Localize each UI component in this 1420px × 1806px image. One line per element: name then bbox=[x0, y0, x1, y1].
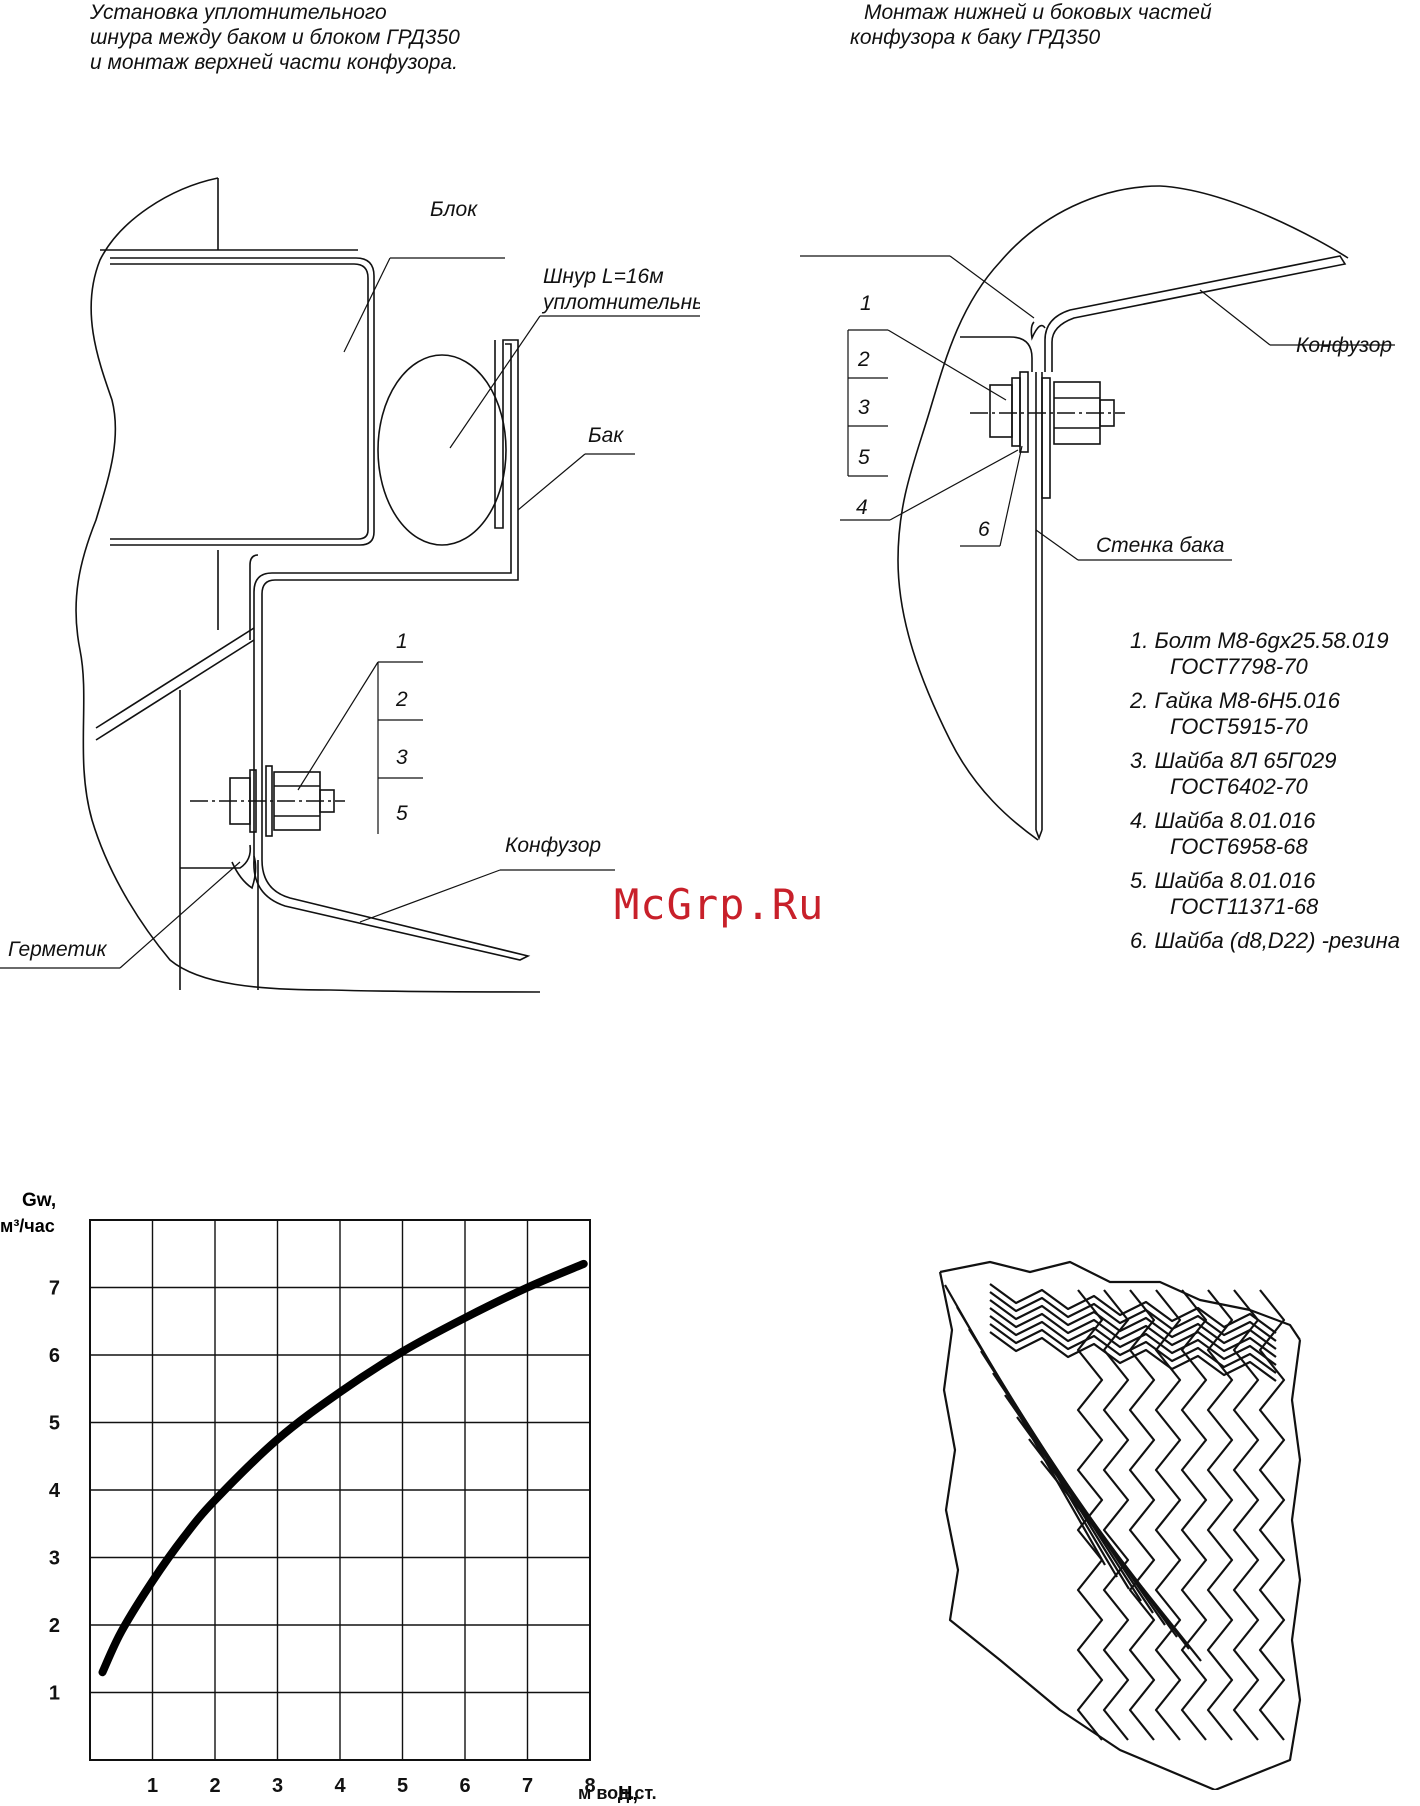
callout-left-1: 1 bbox=[396, 630, 408, 653]
left-break-outline bbox=[75, 177, 541, 993]
chart-y-tick-label: 6 bbox=[49, 1345, 60, 1367]
chart-y-tick-label: 1 bbox=[49, 1683, 60, 1705]
chart-x-tick-label: 8 bbox=[584, 1775, 595, 1797]
filler-top-ridge bbox=[989, 1331, 1277, 1382]
callout-right-4: 4 bbox=[856, 496, 868, 519]
filler-zigzag bbox=[1076, 1289, 1104, 1741]
chart-series-line bbox=[98, 1259, 588, 1677]
chart-ylabel-line1: Gw, bbox=[22, 1190, 56, 1211]
chart-x-tick-label: 1 bbox=[147, 1775, 158, 1797]
chart-y-tick-label: 4 bbox=[49, 1480, 61, 1502]
filler-top-ridge bbox=[989, 1323, 1277, 1374]
callout-right-1: 1 bbox=[860, 292, 872, 315]
label-block: Блок bbox=[430, 198, 478, 221]
chart-ticks: 1 2 3 4 5 6 7 8 1 2 3 4 5 6 7 bbox=[49, 1278, 596, 1798]
filler-block-illustration bbox=[938, 1260, 1302, 1790]
callout-right-3: 3 bbox=[858, 396, 870, 419]
callout-left-3: 3 bbox=[396, 746, 408, 769]
chart-x-tick-label: 2 bbox=[209, 1775, 220, 1797]
label-cord-line1: Шнур L=16м bbox=[543, 265, 664, 288]
callout-right-6: 6 bbox=[978, 518, 990, 541]
left-title-line-1: Установка уплотнительного bbox=[90, 1, 387, 24]
chart-grid bbox=[89, 1219, 591, 1761]
filler-zigzag bbox=[1102, 1289, 1130, 1741]
sealing-cord bbox=[377, 354, 507, 546]
right-break-outline bbox=[897, 185, 1161, 841]
filler-top-ridge bbox=[989, 1283, 1277, 1334]
label-tank: Бак bbox=[588, 424, 624, 447]
right-drawing-title: Монтаж нижней и боковых частей конфузора… bbox=[850, 0, 1212, 50]
left-assembly-drawing: Блок Шнур L=16м уплотнительный Бак Конфу… bbox=[0, 177, 700, 993]
chart-x-tick-label: 7 bbox=[522, 1775, 533, 1797]
filler-top-ridge bbox=[989, 1315, 1277, 1366]
left-title-line-3: и монтаж верхней части конфузора. bbox=[90, 51, 458, 74]
chart-x-tick-label: 4 bbox=[334, 1775, 346, 1797]
parts-item: 6. Шайба (d8,D22) -резина bbox=[1130, 928, 1400, 953]
filler-zigzag bbox=[1258, 1289, 1286, 1741]
right-title-line-2: конфузора к баку ГРД350 bbox=[850, 26, 1101, 49]
filler-zigzags bbox=[989, 1283, 1286, 1741]
callout-right-5: 5 bbox=[858, 446, 870, 469]
chart-x-tick-label: 3 bbox=[272, 1775, 283, 1797]
sealant bbox=[231, 855, 257, 890]
right-assembly-drawing: 1 2 3 5 4 6 Конфузор Стенка бака bbox=[800, 185, 1395, 841]
filler-top-ridge bbox=[989, 1291, 1277, 1342]
tank-wall bbox=[261, 339, 519, 860]
chart-xlabel-line1: H, bbox=[618, 1783, 638, 1805]
chart-xlabel-line2: м вод.ст. bbox=[578, 1783, 657, 1803]
chart-x-tick-label: 5 bbox=[397, 1775, 408, 1797]
filler-diagonals bbox=[944, 1284, 1202, 1662]
label-confusor-left: Конфузор bbox=[505, 834, 601, 857]
confusor-right bbox=[1044, 255, 1347, 372]
left-title-line-2: шнура между баком и блоком ГРД350 bbox=[90, 26, 460, 49]
callout-right-2: 2 bbox=[857, 348, 870, 371]
chart-y-tick-label: 7 bbox=[49, 1278, 60, 1300]
confusor-left bbox=[253, 859, 531, 961]
filler-top-ridge bbox=[989, 1299, 1277, 1350]
callout-left-5: 5 bbox=[396, 802, 408, 825]
left-drawing-title: Установка уплотнительного шнура между ба… bbox=[90, 0, 460, 75]
chart-ylabel-line2: м³/час bbox=[0, 1216, 55, 1236]
chart-y-tick-label: 3 bbox=[49, 1548, 60, 1570]
callout-left-2: 2 bbox=[395, 688, 408, 711]
label-sealant: Герметик bbox=[8, 938, 108, 961]
filler-top-ridge bbox=[989, 1307, 1277, 1358]
filler-zigzag bbox=[1180, 1289, 1208, 1741]
chart-x-tick-label: 6 bbox=[459, 1775, 470, 1797]
label-confusor-right: Конфузор bbox=[1296, 334, 1392, 357]
right-title-line-1: Монтаж нижней и боковых частей bbox=[864, 1, 1212, 24]
block-body bbox=[110, 257, 375, 546]
chart-y-tick-label: 5 bbox=[49, 1413, 60, 1435]
filler-zigzag bbox=[1128, 1289, 1156, 1741]
flow-chart: 1 2 3 4 5 6 7 8 1 2 3 4 5 6 7 Gw, м³/час H, bbox=[0, 1190, 638, 1805]
chart-y-tick-label: 2 bbox=[49, 1615, 60, 1637]
label-cord-line2: уплотнительный bbox=[541, 291, 700, 314]
label-tank-wall: Стенка бака bbox=[1096, 534, 1224, 557]
watermark: McGrp.Ru bbox=[614, 880, 825, 929]
